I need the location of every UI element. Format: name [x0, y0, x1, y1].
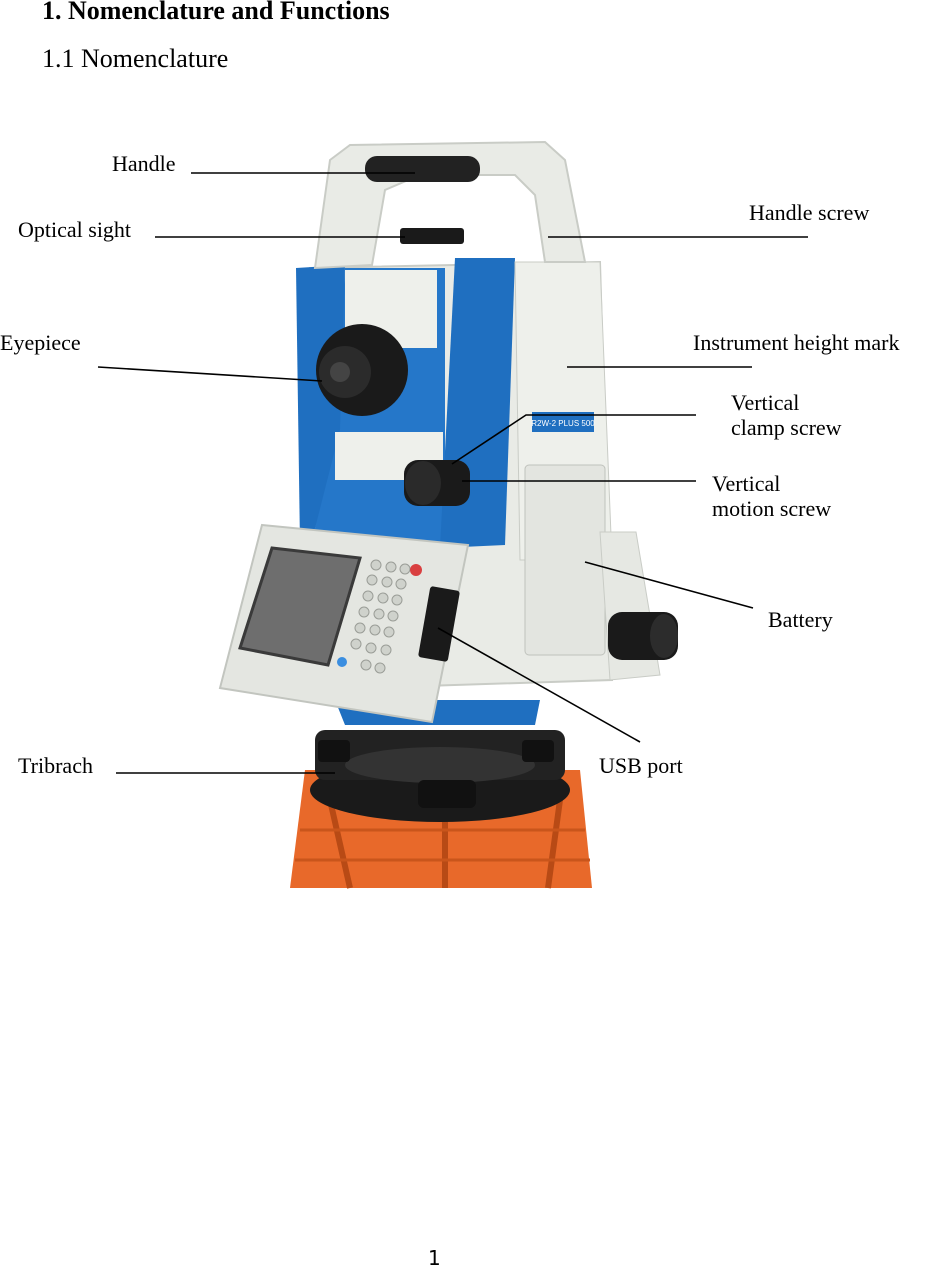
- horizontal-knob: [608, 612, 678, 660]
- page-number: 1: [428, 1246, 441, 1270]
- label-vertical-clamp-screw-line1: Vertical: [731, 390, 800, 415]
- tribrach-body: [310, 730, 570, 822]
- model-label: R2W-2 PLUS 500: [531, 419, 595, 428]
- label-handle-screw: Handle screw: [749, 200, 870, 225]
- label-vertical-clamp-screw-line2: clamp screw: [731, 415, 842, 440]
- section-heading: 1. Nomenclature and Functions: [42, 0, 390, 25]
- label-vertical-motion-screw-line1: Vertical: [712, 471, 781, 496]
- eyepiece: [316, 324, 408, 416]
- label-usb-port: USB port: [599, 753, 683, 778]
- vertical-knob: [404, 460, 470, 506]
- label-battery: Battery: [768, 607, 833, 632]
- label-instrument-height-mark: Instrument height mark: [693, 330, 900, 355]
- leader-lines: [97, 172, 808, 774]
- subsection-heading: 1.1 Nomenclature: [42, 44, 229, 73]
- control-panel: [218, 523, 470, 724]
- label-handle: Handle: [112, 151, 176, 176]
- label-vertical-motion-screw-line2: motion screw: [712, 496, 832, 521]
- label-tribrach: Tribrach: [18, 753, 93, 778]
- label-eyepiece: Eyepiece: [0, 330, 81, 355]
- handle: [313, 140, 587, 270]
- label-optical-sight: Optical sight: [18, 217, 132, 242]
